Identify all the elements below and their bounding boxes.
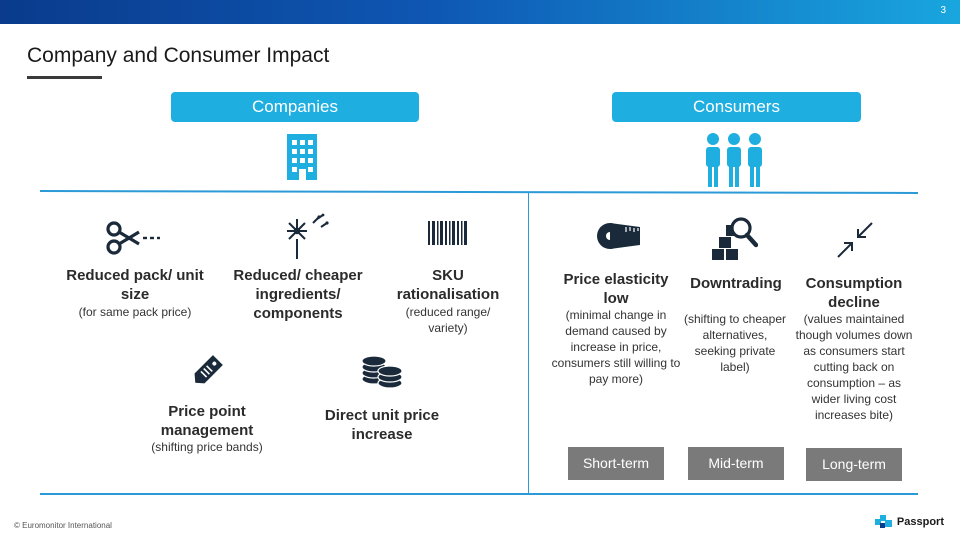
downtrading-label: Downtrading (690, 275, 782, 292)
scissors-icon (105, 220, 161, 261)
top-divider (39, 190, 919, 194)
reduced-pack-label: Reduced pack/ unit size (66, 267, 204, 303)
consumption-decline-label: Consumption decline (805, 275, 903, 311)
sku-rationalisation-sub: (reduced range/ variety) (405, 305, 491, 335)
building-icon (283, 132, 321, 187)
price-point-label: Price point management (160, 403, 254, 439)
direct-price-increase-label: Direct unit price increase (324, 407, 440, 443)
coins-icon (360, 353, 404, 394)
dandelion-icon (283, 213, 331, 266)
downtrading-sub: (shifting to cheaper alternatives, seeki… (683, 312, 787, 374)
copyright-text: © Euromonitor International (14, 521, 112, 530)
price-tag-icon (188, 350, 228, 395)
bottom-divider (40, 493, 918, 495)
title-underline (27, 76, 102, 79)
term-mid: Mid-term (688, 447, 784, 480)
passport-brand: Passport (896, 516, 944, 528)
price-elasticity-label: Price elasticity low (563, 271, 669, 307)
page-title: Company and Consumer Impact (27, 44, 330, 67)
people-icon (703, 131, 765, 194)
term-long: Long-term (806, 448, 902, 481)
passport-logo: Passport (874, 515, 944, 529)
consumption-decline-sub: (values maintained though volumes down a… (795, 312, 913, 422)
price-elasticity-sub: (minimal change in demand caused by incr… (551, 308, 681, 386)
companies-header: Companies (171, 92, 419, 122)
cheaper-ingredients-label: Reduced/ cheaper ingredients/ components (233, 267, 363, 322)
page-number: 3 (940, 5, 946, 16)
price-point-sub: (shifting price bands) (151, 440, 263, 454)
barcode-icon (428, 221, 468, 250)
arrows-inward-icon (835, 220, 875, 265)
term-short: Short-term (568, 447, 664, 480)
top-banner: 3 (0, 0, 960, 24)
consumers-header: Consumers (612, 92, 861, 122)
center-divider (528, 193, 529, 494)
boxes-search-icon (712, 215, 759, 266)
passport-logo-icon (874, 515, 892, 528)
reduced-pack-sub: (for same pack price) (78, 305, 192, 319)
tape-measure-icon (596, 221, 644, 256)
sku-rationalisation-label: SKU rationalisation (396, 267, 500, 303)
